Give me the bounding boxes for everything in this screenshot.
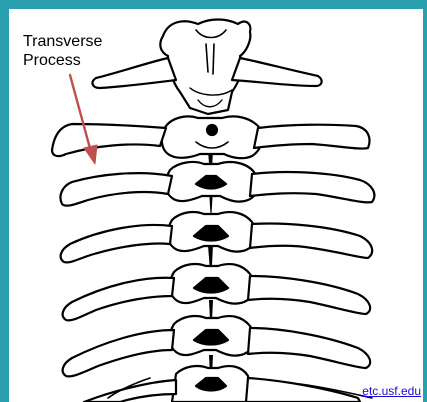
source-credit-link[interactable]: etc.usf.edu: [362, 384, 421, 398]
rib-right-1: [254, 125, 370, 149]
rib-left-2: [60, 173, 172, 206]
rib-left-3: [61, 225, 172, 262]
rib-left-5: [63, 330, 174, 376]
vertebra-segment-1: [162, 116, 263, 158]
illustration-panel: Transverse Process etc.usf.edu: [9, 9, 423, 402]
rib-left-6: [84, 378, 176, 402]
vertebra-segment-6: [172, 366, 252, 402]
transverse-process-label: Transverse Process: [23, 32, 102, 70]
vertebra-segment-3: [168, 212, 257, 252]
rib-right-5: [248, 328, 370, 368]
top-vertebra: [93, 20, 322, 115]
vertebra-segment-4: [170, 264, 255, 304]
vertebra-segment-5: [170, 316, 255, 356]
rib-right-6: [246, 378, 372, 402]
rib-right-4: [248, 276, 370, 314]
rib-right-2: [250, 172, 374, 202]
rib-left-1: [52, 124, 166, 156]
rib-left-4: [63, 278, 174, 321]
rib-right-3: [250, 224, 372, 259]
vertebra-segment-2: [166, 162, 259, 202]
